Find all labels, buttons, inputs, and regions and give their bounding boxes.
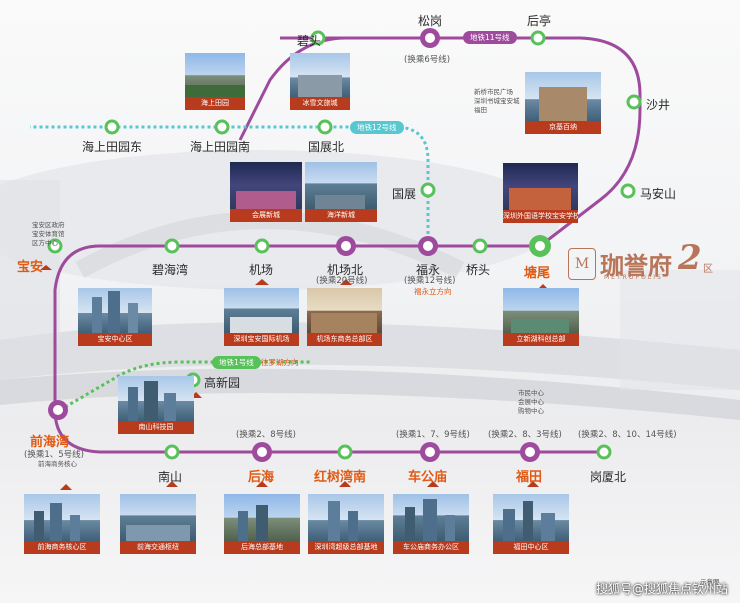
photo-huizhan: 会展新城 — [230, 162, 302, 222]
photo-chegong: 车公庙商务办公区 — [393, 494, 469, 554]
tangwei-notes: 新桥市民广场 深圳书城宝安城 福田 — [474, 88, 520, 114]
photo-baoancenter: 宝安中心区 — [78, 288, 152, 346]
station-haishangtianyuandong: 海上田园东 — [82, 140, 143, 154]
station-qiaotou: 桥头 — [466, 263, 491, 277]
station-futian: 福田 — [516, 470, 543, 485]
station-bitou: 碧头 — [297, 34, 322, 48]
photo-airportbiz: 机场东商务总部区 — [307, 288, 382, 346]
station-fuyong: 福永 — [416, 263, 441, 277]
station-jichang: 机场 — [249, 263, 274, 277]
station-markers — [47, 30, 642, 460]
station-gangxiabei: 岗厦北 — [590, 470, 627, 484]
baoan-notes: 宝安区政府 宝安体育馆 区方中心 — [32, 221, 65, 247]
station-houting: 后亭 — [527, 14, 552, 28]
fuyong-note: 福永立方向 — [414, 287, 452, 296]
photo-qianhaicore: 前海商务核心区 — [24, 494, 100, 554]
line-11-main — [53, 244, 600, 454]
watermark: 搜狐号@搜狐焦点钦州站 — [595, 582, 728, 596]
station-qianhaiwan: 前海湾 — [30, 435, 70, 450]
brand-name: 珈誉府 — [600, 251, 672, 280]
photo-qianhaihub: 前海交通枢纽 — [120, 494, 196, 554]
brand-logo: M 珈誉府 2 区 METROPOLIS — [568, 238, 728, 284]
photo-haishang: 海上田园 — [185, 53, 245, 110]
station-houhai-transfer: (换乘2、8号线) — [236, 430, 296, 440]
corner-mark: 示意图 — [700, 578, 720, 586]
photo-jingji: 京基百纳 — [525, 72, 601, 134]
futian-notes: 市民中心 会展中心 购物中心 — [518, 389, 544, 415]
station-gaoxinyuan: 高新园 — [204, 376, 241, 390]
brand-district: 区 — [703, 264, 713, 275]
photo-bingxue: 冰雪文旅城 — [290, 53, 350, 110]
station-jichangbei: 机场北 — [327, 263, 364, 277]
station-nanshan: 南山 — [158, 470, 183, 484]
station-houhai: 后海 — [248, 470, 275, 485]
photo-school: 深圳外国语学校宝安学校 — [503, 163, 578, 223]
station-baoan: 宝安 — [17, 260, 44, 275]
station-chegongmiao-transfer: (换乘1、7、9号线) — [396, 430, 470, 440]
station-jichangbei-transfer: (换乘20号线) — [316, 276, 368, 286]
station-guozhanbei: 国展北 — [308, 140, 345, 154]
station-shajing: 沙井 — [646, 98, 671, 112]
station-tangwei: 塘尾 — [524, 266, 551, 281]
photo-nanshantech: 南山科技园 — [118, 376, 194, 434]
station-guozhan: 国展 — [392, 187, 417, 201]
line-1-path — [59, 360, 310, 412]
photo-houhaihq: 后海总部基地 — [224, 494, 300, 554]
line-12-label: 地铁12号线 — [350, 121, 404, 134]
station-fuyong-transfer: (换乘12号线) — [404, 276, 456, 286]
station-songgang-transfer: (换乘6号线) — [404, 55, 451, 65]
station-gangxiabei-transfer: (换乘2、8、10、14号线) — [578, 430, 677, 440]
photo-futiancenter: 福田中心区 — [493, 494, 569, 554]
photo-haiyang: 海洋新城 — [305, 162, 377, 222]
brand-monogram: M — [568, 248, 596, 280]
line-1-direction: 往罗湖方向 — [261, 358, 299, 367]
photo-shenwan: 深圳湾超级总部基地 — [308, 494, 384, 554]
station-futian-transfer: (换乘2、8、3号线) — [488, 430, 562, 440]
station-maanshan: 马安山 — [640, 187, 677, 201]
qianhai-note: 前海商务核心 — [38, 460, 77, 468]
photo-airport: 深圳宝安国际机场 — [224, 288, 299, 346]
photo-lixin: 立新湖科创总部 — [503, 288, 579, 346]
station-bihaiwan: 碧海湾 — [152, 263, 189, 277]
brand-english: METROPOLIS — [604, 274, 663, 281]
station-qianhaiwan-transfer: (换乘1、5号线) — [24, 450, 84, 460]
station-hongshuwannan: 红树湾南 — [314, 470, 367, 485]
transfer-markers — [48, 28, 551, 462]
brand-number: 2 — [678, 238, 702, 278]
station-songgang: 松岗 — [418, 14, 443, 28]
station-chegongmiao: 车公庙 — [408, 470, 448, 485]
line-11-label: 地铁11号线 — [463, 31, 517, 44]
line-1-label: 地铁1号线 — [212, 356, 261, 369]
station-haishangtianyuannan: 海上田园南 — [190, 140, 251, 154]
